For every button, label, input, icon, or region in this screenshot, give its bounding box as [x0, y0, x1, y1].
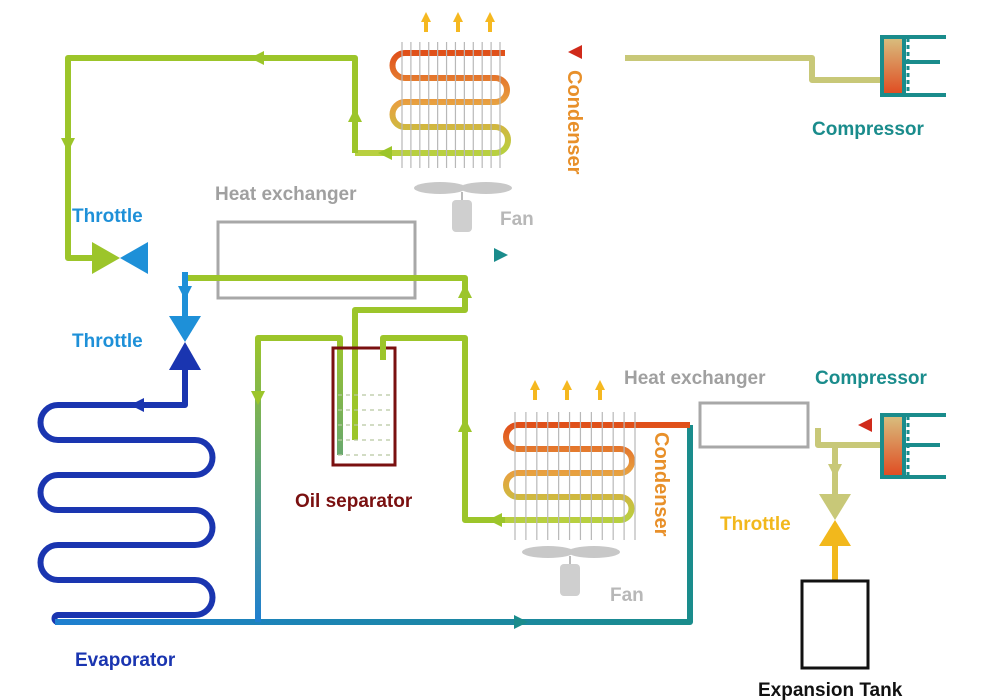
- label-evaporator: Evaporator: [75, 650, 176, 671]
- label-throttle-top: Throttle: [72, 206, 143, 227]
- line-to-evaporator: [135, 368, 188, 408]
- label-fan-bottom: Fan: [610, 585, 644, 606]
- label-throttle-middle: Throttle: [72, 331, 143, 352]
- heat-exchanger-top: [216, 220, 417, 300]
- condenser-bottom: [503, 412, 690, 540]
- oil-separator: [331, 346, 397, 467]
- label-heat-exchanger-top: Heat exchanger: [215, 184, 357, 205]
- throttle-valve-middle: [169, 316, 201, 370]
- throttle-valve-bottom: [819, 494, 851, 546]
- heat-arrow-icon: [421, 12, 431, 32]
- label-compressor-bottom: Compressor: [815, 368, 928, 389]
- flow-arrow: [514, 615, 528, 629]
- label-condenser-bottom: Condenser: [650, 432, 672, 537]
- top-circuit: [61, 12, 946, 300]
- heat-arrows-bottom: [530, 380, 605, 400]
- flow-arrow: [458, 418, 472, 432]
- heat-exchanger-bottom: [698, 401, 810, 449]
- flow-arrow: [488, 513, 502, 527]
- flow-arrow: [568, 45, 582, 59]
- separator-return-line: [255, 335, 343, 622]
- label-oil-separator: Oil separator: [295, 491, 413, 512]
- heat-arrow-icon: [595, 380, 605, 400]
- heat-arrow-icon: [453, 12, 463, 32]
- label-heat-exchanger-bottom: Heat exchanger: [624, 368, 766, 389]
- condenser-fins: [401, 42, 501, 168]
- flow-arrow: [458, 284, 472, 298]
- label-expansion-tank: Expansion Tank: [758, 680, 903, 700]
- flow-arrow: [130, 398, 144, 412]
- flow-arrow: [348, 108, 362, 122]
- compressor-icon: [880, 413, 946, 479]
- flow-arrow: [178, 286, 192, 300]
- return-line-bottom: [55, 425, 693, 625]
- flow-arrow: [61, 138, 75, 152]
- evaporator-coil: [37, 402, 216, 625]
- label-compressor-top: Compressor: [812, 119, 925, 140]
- suction-line-top: [625, 55, 882, 83]
- suction-line-bottom: [815, 428, 882, 448]
- flow-arrow: [858, 418, 872, 432]
- throttle-valve-top: [92, 242, 148, 274]
- label-fan-top: Fan: [500, 209, 534, 230]
- flow-arrow: [251, 391, 265, 405]
- heat-arrows-top: [421, 12, 495, 32]
- condenser-top: [355, 42, 511, 168]
- label-throttle-bottom: Throttle: [720, 514, 791, 535]
- liquid-line-green-top: [65, 55, 358, 261]
- flow-arrow: [494, 248, 508, 262]
- flow-arrow: [250, 51, 264, 65]
- bottom-circuit: [37, 272, 946, 670]
- heat-arrow-icon: [562, 380, 572, 400]
- expansion-tank: [800, 579, 870, 670]
- label-condenser-top: Condenser: [563, 70, 585, 175]
- fan-icon: [522, 546, 620, 596]
- condenser-outlet-bottom: [380, 335, 505, 523]
- compressor-icon: [880, 35, 946, 97]
- fan-icon: [414, 182, 512, 232]
- heat-arrow-icon: [530, 380, 540, 400]
- condenser-fins: [514, 412, 636, 540]
- flow-arrow: [828, 464, 842, 478]
- suction-line-separator: [185, 275, 468, 440]
- flow-arrow: [378, 146, 392, 160]
- heat-arrow-icon: [485, 12, 495, 32]
